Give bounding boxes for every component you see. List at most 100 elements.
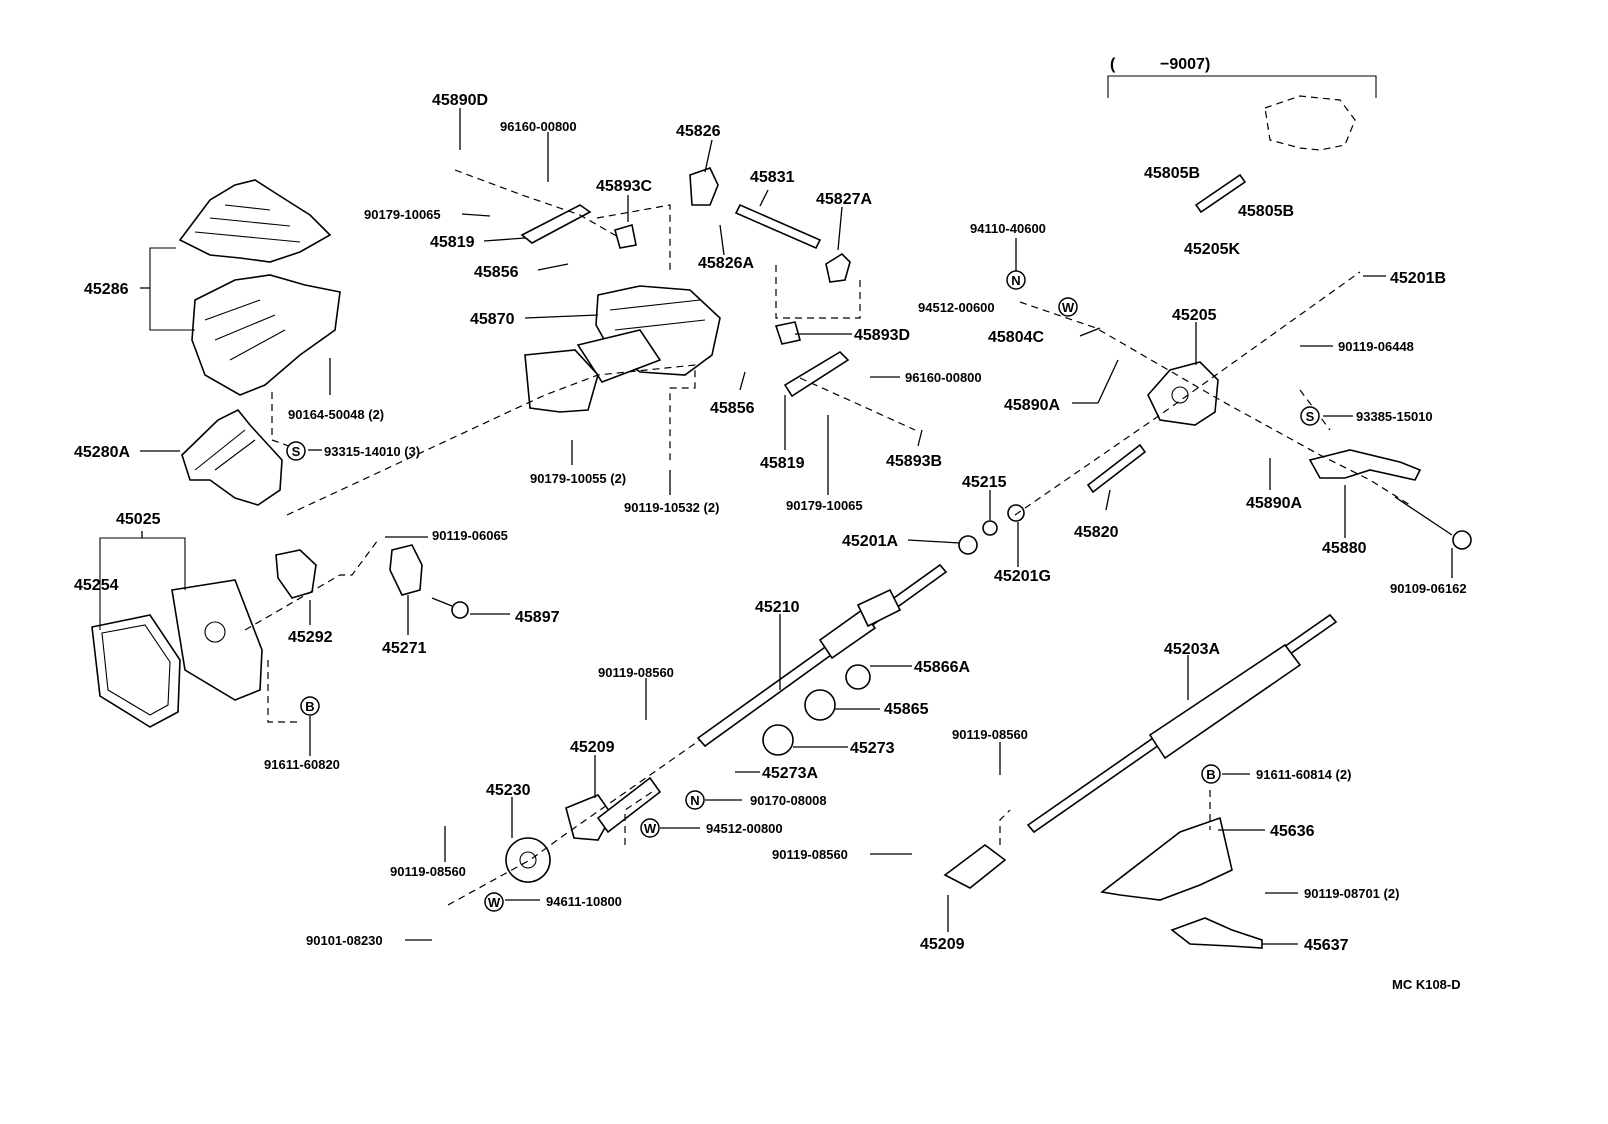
- label-91611-60820: 91611-60820: [264, 757, 340, 772]
- symbol-s-93315: S: [286, 441, 306, 461]
- label-45856: 45856: [710, 400, 755, 417]
- label-90119-08560: 90119-08560: [598, 665, 674, 680]
- label-90101-08230: 90101-08230: [306, 933, 383, 948]
- svg-text:N: N: [690, 793, 699, 808]
- label-45215: 45215: [962, 474, 1007, 491]
- label-45893D: 45893D: [854, 327, 910, 344]
- joint-45209a: [565, 776, 662, 841]
- label-90119-10532: 90119-10532 (2): [624, 500, 719, 515]
- cover-45636: [1100, 816, 1233, 901]
- label-90119-08560: 90119-08560: [952, 727, 1028, 742]
- flange-45230: [505, 837, 551, 883]
- label-45819: 45819: [760, 455, 805, 472]
- label-45280A: 45280A: [74, 444, 130, 461]
- lever-plate-45819b: [783, 350, 850, 398]
- label-90170-08008: 90170-08008: [750, 793, 827, 808]
- label-94110-40600: 94110-40600: [970, 221, 1046, 236]
- label-45897: 45897: [515, 609, 560, 626]
- label-94611-10800: 94611-10800: [546, 894, 622, 909]
- bracket-45893C: [614, 223, 637, 249]
- label-45805B: 45805B: [1144, 165, 1200, 182]
- label-45893B: 45893B: [886, 453, 942, 470]
- symbol-b-91611-60820: B: [300, 696, 320, 716]
- label-45271: 45271: [382, 640, 427, 657]
- svg-text:B: B: [305, 699, 314, 714]
- range-note-open: (: [1110, 56, 1116, 73]
- bracket-45280A: [181, 408, 283, 506]
- bearing-45292: [275, 549, 317, 599]
- label-45856: 45856: [474, 264, 519, 281]
- label-45890D: 45890D: [432, 92, 488, 109]
- bushing-45273: [762, 724, 794, 756]
- label-45804C: 45804C: [988, 329, 1044, 346]
- guide-45271: [389, 544, 423, 596]
- label-45273: 45273: [850, 740, 895, 757]
- label-45819: 45819: [430, 234, 475, 251]
- label-45201G: 45201G: [994, 568, 1051, 585]
- svg-text:S: S: [1306, 409, 1315, 424]
- label-45826A: 45826A: [698, 255, 754, 272]
- label-93385-15010: 93385-15010: [1356, 409, 1433, 424]
- svg-text:W: W: [488, 895, 501, 910]
- label-94512-00600: 94512-00600: [918, 300, 995, 315]
- label-45201B: 45201B: [1390, 270, 1446, 287]
- symbol-n-94110: N: [1006, 270, 1026, 290]
- symbol-b-91611-60814: B: [1201, 764, 1221, 784]
- label-45865: 45865: [884, 701, 929, 718]
- bracket-45826: [689, 167, 719, 206]
- label-91611-60814: 91611-60814 (2): [1256, 767, 1351, 782]
- leader-lines: [140, 108, 1453, 945]
- label-45893C: 45893C: [596, 178, 652, 195]
- label-90119-06065: 90119-06065: [432, 528, 508, 543]
- symbol-w-94512-00800: W: [640, 818, 660, 838]
- label-45209: 45209: [920, 936, 965, 953]
- label-90119-08560: 90119-08560: [772, 847, 848, 862]
- label-45826: 45826: [676, 123, 721, 140]
- label-90119-08560: 90119-08560: [390, 864, 466, 879]
- shaft-45210: [696, 563, 948, 748]
- label-45210: 45210: [755, 599, 800, 616]
- label-45292: 45292: [288, 629, 333, 646]
- label-90179-10065: 90179-10065: [364, 207, 441, 222]
- label-90119-08701: 90119-08701 (2): [1304, 886, 1399, 901]
- label-45890A: 45890A: [1246, 495, 1302, 512]
- washer-45215: [982, 520, 998, 536]
- label-45205K: 45205K: [1184, 241, 1240, 258]
- label-45205: 45205: [1172, 307, 1217, 324]
- shaft-45831: [734, 203, 822, 250]
- label-45025: 45025: [116, 511, 161, 528]
- range-note-text: −9007): [1160, 56, 1210, 73]
- svg-text:W: W: [1062, 300, 1075, 315]
- shaft-45203A: [1026, 613, 1338, 834]
- rod-90109-06162: [1394, 496, 1472, 550]
- label-45201A: 45201A: [842, 533, 898, 550]
- range-bracket: ( −9007): [1107, 56, 1377, 98]
- ghost-component-outline: [1264, 95, 1356, 151]
- plate-45025: [171, 579, 263, 701]
- symbol-w-94512-00600: W: [1058, 297, 1078, 317]
- label-45286: 45286: [84, 281, 129, 298]
- label-45230: 45230: [486, 782, 531, 799]
- joint-45209b: [943, 844, 1007, 889]
- label-45805B: 45805B: [1238, 203, 1294, 220]
- svg-text:W: W: [644, 821, 657, 836]
- bushing-45865: [804, 689, 836, 721]
- label-90179-10055: 90179-10055 (2): [530, 471, 626, 486]
- label-45637: 45637: [1304, 937, 1349, 954]
- label-90109-06162: 90109-06162: [1390, 581, 1467, 596]
- label-90164-50048: 90164-50048 (2): [288, 407, 384, 422]
- label-45831: 45831: [750, 169, 795, 186]
- bracket-45893D: [774, 321, 801, 345]
- label-45203A: 45203A: [1164, 641, 1220, 658]
- label-90119-06448: 90119-06448: [1338, 339, 1414, 354]
- symbol-s-93385: S: [1300, 406, 1320, 426]
- label-45636: 45636: [1270, 823, 1315, 840]
- spring-45205K: [1194, 173, 1247, 214]
- svg-text:N: N: [1011, 273, 1020, 288]
- bushing-45866A: [845, 664, 871, 690]
- column-cover-45286: [178, 179, 341, 396]
- label-93315-14010: 93315-14010 (3): [324, 444, 420, 459]
- symbol-n-90170: N: [685, 790, 705, 810]
- bracket-45637: [1170, 917, 1263, 949]
